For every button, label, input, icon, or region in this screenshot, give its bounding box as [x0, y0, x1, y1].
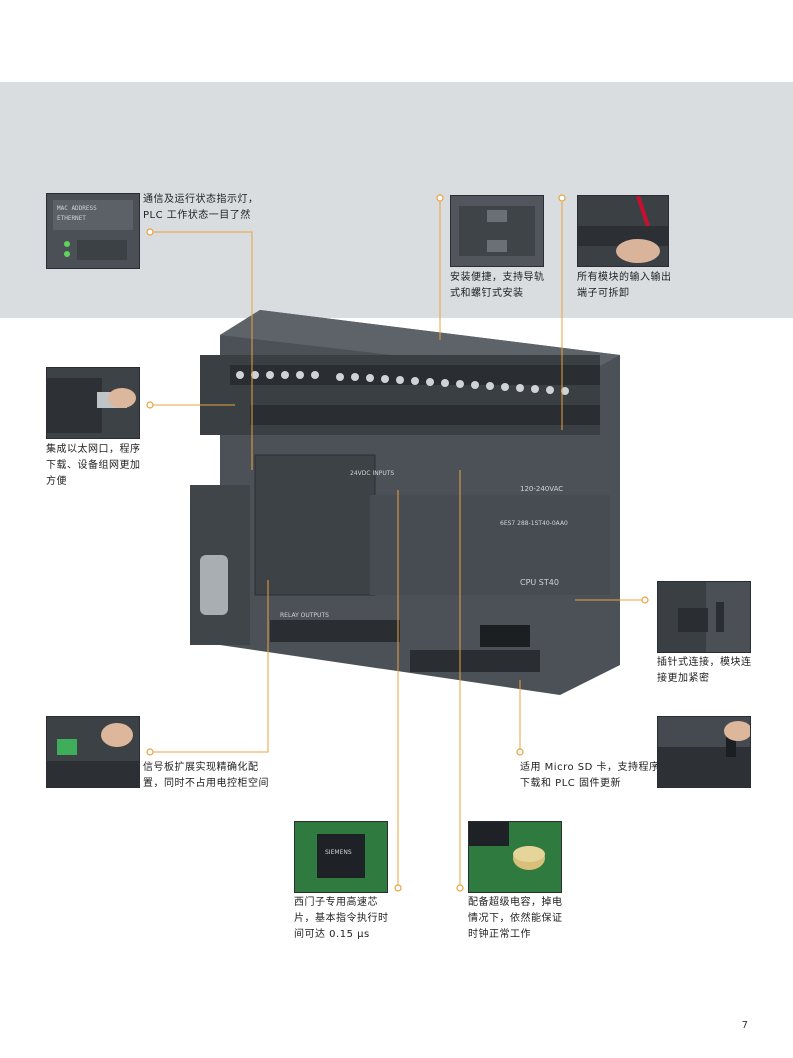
leader-ethernet-dot — [146, 401, 154, 409]
leader-micro-sd-dot — [516, 748, 524, 756]
leader-signal-board — [150, 580, 269, 753]
supercap-photo — [468, 821, 562, 893]
plc-io-label: 24VDC INPUTS — [350, 470, 394, 477]
svg-text:MAC ADDRESS: MAC ADDRESS — [57, 205, 97, 212]
plc-order-no: 6ES7 288-1ST40-0AA0 — [500, 520, 568, 527]
plc-model-label: CPU ST40 — [520, 578, 559, 587]
caption-removable-terminals: 所有模块的输入输出 端子可拆卸 — [577, 272, 672, 299]
plc-power-label: 120-240VAC — [520, 485, 563, 493]
chip-photo: SIEMENS — [294, 821, 388, 893]
plc-device-illustration: CPU ST40 6ES7 288-1ST40-0AA0 24VDC INPUT… — [190, 310, 620, 695]
removable-terminal-photo — [577, 195, 669, 267]
rail-mount-photo — [450, 195, 544, 267]
leader-plug-connection-dot — [641, 596, 649, 604]
plc-relay-label: RELAY OUTPUTS — [280, 612, 329, 619]
leader-supercap-dot — [456, 884, 464, 892]
signal-board-photo — [46, 716, 140, 788]
ethernet-photo — [46, 367, 140, 439]
leader-signal-board-dot — [146, 748, 154, 756]
svg-text:ETHERNET: ETHERNET — [57, 215, 86, 222]
caption-status-leds: 通信及运行状态指示灯， PLC 工作状态一目了然 — [143, 194, 259, 221]
caption-micro-sd: 适用 Micro SD 卡，支持程序 下载和 PLC 固件更新 — [520, 762, 660, 789]
leader-status-leds — [150, 231, 253, 470]
caption-signal-board: 信号板扩展实现精确化配 置，同时不占用电控柜空间 — [143, 762, 269, 789]
page-number: 7 — [741, 1020, 748, 1031]
caption-ethernet: 集成以太网口，程序 下载、设备组网更加 方便 — [46, 444, 141, 487]
plug-connection-photo — [657, 581, 751, 653]
chip-brand-text: SIEMENS — [325, 849, 352, 856]
leader-rail-mount-dot — [436, 194, 444, 202]
leader-chip-dot — [394, 884, 402, 892]
leader-status-leds-dot — [146, 228, 154, 236]
status-led-photo: MAC ADDRESS ETHERNET — [46, 193, 140, 269]
leader-removable-terminals-dot — [558, 194, 566, 202]
caption-plug-connection: 插针式连接，模块连 接更加紧密 — [657, 657, 752, 684]
micro-sd-photo — [657, 716, 751, 788]
caption-supercap: 配备超级电容，掉电 情况下，依然能保证 时钟正常工作 — [468, 897, 563, 940]
caption-chip: 西门子专用高速芯 片，基本指令执行时 间可达 0.15 μs — [294, 897, 389, 940]
caption-rail-mount: 安装便捷，支持导轨 式和螺钉式安装 — [450, 272, 545, 299]
